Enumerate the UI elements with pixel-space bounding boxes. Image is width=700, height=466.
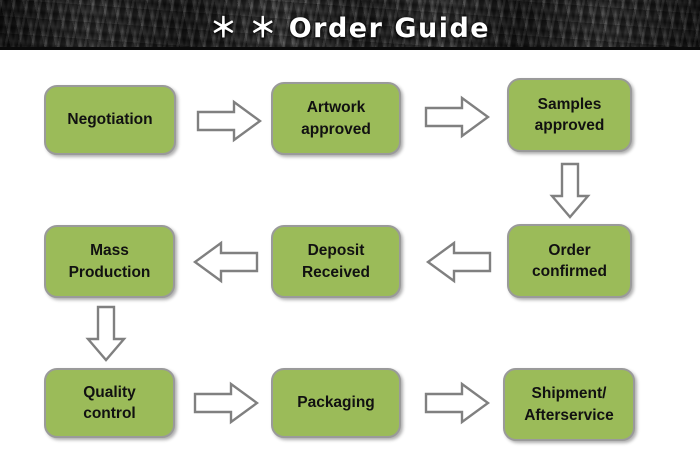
arrow-negotiation-to-artwork <box>196 99 262 143</box>
node-deposit-received-line2: Received <box>301 263 371 281</box>
arrow-artwork-to-samples <box>424 95 490 139</box>
node-mass-production-line2: Production <box>68 263 151 281</box>
node-quality-control-line1: Quality <box>83 383 136 401</box>
page-title: ＊ ＊ Order Guide <box>209 13 491 44</box>
node-samples-approved-line1: Samples <box>537 95 602 113</box>
node-shipment-afterservice-line1: Shipment/ <box>531 385 607 403</box>
node-quality-control-line2: control <box>83 405 136 422</box>
node-shipment-afterservice[interactable]: Shipment/ Afterservice <box>503 368 635 441</box>
node-negotiation[interactable]: Negotiation <box>44 85 176 155</box>
node-artwork-approved-line2: approved <box>301 120 371 138</box>
arrow-samples-to-order-confirmed <box>548 162 592 220</box>
node-order-confirmed-line1: Order <box>548 241 591 259</box>
node-samples-approved-line2: approved <box>534 117 605 134</box>
node-packaging[interactable]: Packaging <box>271 368 401 438</box>
node-packaging-line1: Packaging <box>297 394 375 412</box>
node-order-confirmed[interactable]: Order confirmed <box>507 224 632 298</box>
node-deposit-received-line1: Deposit <box>307 242 365 260</box>
node-deposit-received[interactable]: Deposit Received <box>271 225 401 298</box>
node-order-confirmed-line2: confirmed <box>532 263 607 280</box>
arrow-quality-to-packaging <box>193 381 259 425</box>
node-samples-approved[interactable]: Samples approved <box>507 78 632 152</box>
node-quality-control[interactable]: Quality control <box>44 368 175 438</box>
header-banner: ＊ ＊ Order Guide <box>0 0 700 50</box>
node-mass-production[interactable]: Mass Production <box>44 225 175 298</box>
arrow-mass-production-to-quality <box>84 305 128 363</box>
node-mass-production-line1: Mass <box>90 242 129 260</box>
node-artwork-approved-line1: Artwork <box>306 99 366 117</box>
arrow-order-confirmed-to-deposit <box>424 240 492 284</box>
arrow-deposit-to-mass-production <box>191 240 259 284</box>
arrow-packaging-to-shipment <box>424 381 490 425</box>
node-negotiation-line1: Negotiation <box>67 111 153 129</box>
node-shipment-afterservice-line2: Afterservice <box>524 406 614 424</box>
node-artwork-approved[interactable]: Artwork approved <box>271 82 401 155</box>
